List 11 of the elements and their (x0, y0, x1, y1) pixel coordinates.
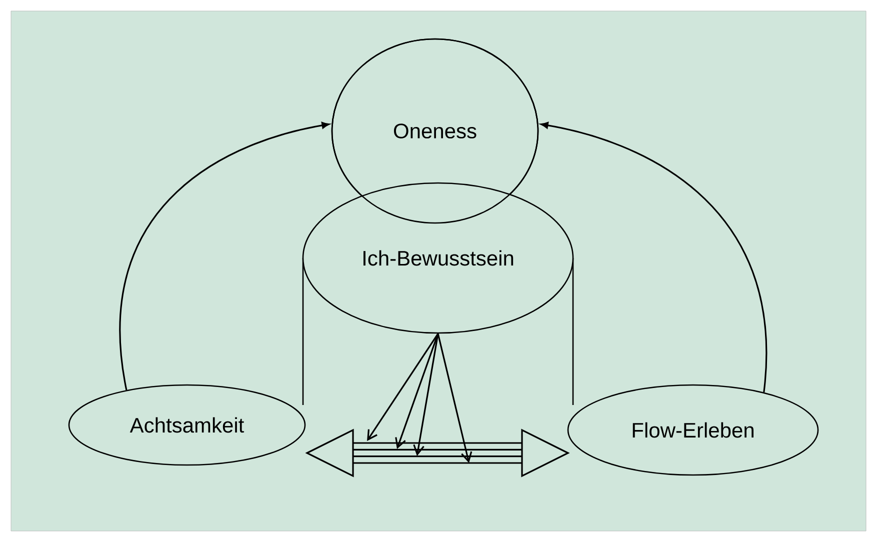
arrow (367, 333, 439, 441)
arrow (413, 334, 439, 456)
ellipse-node: Flow-Erleben (567, 384, 819, 476)
node-label: Oneness (394, 124, 476, 138)
double-arrow (306, 428, 569, 477)
ellipse-node: Achtsamkeit (68, 384, 306, 466)
ellipse-node: Ich-Bewusstsein (302, 182, 574, 334)
arrow (437, 333, 472, 463)
arrow (395, 333, 439, 449)
curved-arrow (540, 122, 768, 392)
curved-arrow (120, 122, 330, 390)
